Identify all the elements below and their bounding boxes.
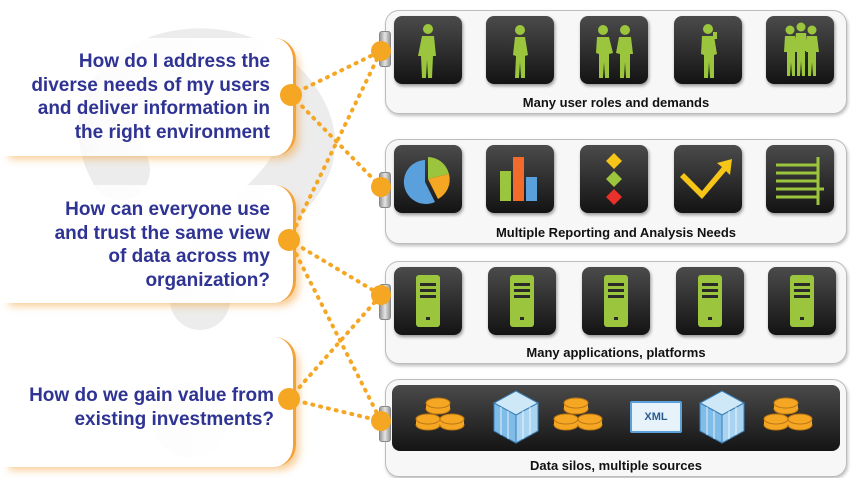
database-icon: [415, 397, 465, 431]
server-icon: [676, 267, 744, 335]
question-2-line-3: of data across my: [108, 246, 270, 267]
question-1: How do I address the diverse needs of my…: [0, 50, 270, 144]
panel-title: Multiple Reporting and Analysis Needs: [495, 225, 737, 240]
question-1-line-2: diverse needs of my users: [31, 74, 270, 96]
question-3: How do we gain value from existing inves…: [0, 384, 274, 431]
question-panel-2: [0, 185, 296, 303]
icon-strip: [392, 145, 840, 217]
xml-label: XML: [644, 411, 668, 423]
line-grid-icon: [766, 145, 834, 213]
connector-dot: [371, 177, 391, 197]
panel-title: Many user roles and demands: [522, 95, 710, 110]
connector-dot: [371, 41, 391, 61]
xml-file-icon: XML: [630, 401, 682, 433]
question-2-line-1: How can everyone use: [65, 199, 270, 220]
question-3-line-2: existing investments?: [74, 408, 274, 430]
question-2-line-2: and trust the same view: [54, 222, 270, 244]
icon-strip: [392, 267, 840, 339]
bar-chart-icon: [486, 145, 554, 213]
panel-title: Many applications, platforms: [526, 345, 706, 360]
server-icon: [582, 267, 650, 335]
pie-chart-icon: [394, 145, 462, 213]
diamond-scorecard-icon: [580, 145, 648, 213]
group-people-icon: [766, 16, 834, 84]
server-icon: [768, 267, 836, 335]
connector-dot: [371, 411, 391, 431]
person-standing-icon: [486, 16, 554, 84]
server-icon: [488, 267, 556, 335]
person-walking-icon: [394, 16, 462, 84]
icon-strip: [392, 16, 840, 88]
panel-data-silos: XML Data silos, multiple sources: [379, 379, 847, 477]
panel-applications: Many applications, platforms: [379, 261, 847, 364]
data-cube-icon: [698, 390, 746, 444]
question-1-line-1: How do I address the: [78, 51, 270, 72]
question-1-line-3: and deliver information in: [37, 98, 270, 119]
connector-dot: [371, 285, 391, 305]
panel-title: Data silos, multiple sources: [530, 458, 702, 473]
question-2-line-4: organization?: [145, 269, 270, 291]
icon-strip: XML: [392, 385, 840, 451]
connector-dot: [278, 388, 300, 410]
trend-arrow-icon: [674, 145, 742, 213]
server-icon: [394, 267, 462, 335]
question-1-line-4: the right environment: [74, 121, 270, 143]
data-cube-icon: [492, 390, 540, 444]
panel-reporting: Multiple Reporting and Analysis Needs: [379, 139, 847, 244]
two-people-icon: [580, 16, 648, 84]
connector-dot: [278, 229, 300, 251]
question-panel-1: [0, 38, 296, 156]
person-phone-icon: [674, 16, 742, 84]
panel-user-roles: Many user roles and demands: [379, 10, 847, 114]
database-icon: [553, 397, 603, 431]
database-icon: [763, 397, 813, 431]
question-3-line-1: How do we gain value from: [29, 385, 274, 406]
question-2: How can everyone use and trust the same …: [0, 198, 270, 292]
connector-dot: [280, 84, 302, 106]
